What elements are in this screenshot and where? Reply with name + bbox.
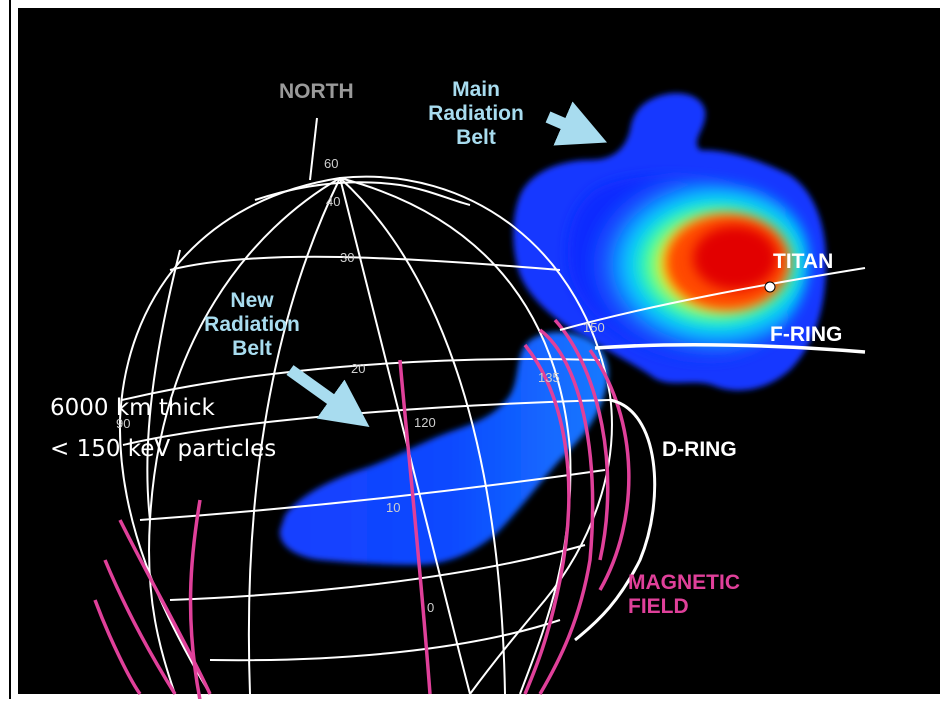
lat-label-0: 0 [427,600,435,615]
lon-label-90: 90 [116,416,131,431]
north-label: NORTH [279,80,354,103]
particle-energy-annotation: < 150 keV particles [50,436,277,462]
f-ring-label: F-RING [770,323,843,346]
d-ring-label: D-RING [662,438,737,461]
main-belt-line-2: Radiation [428,102,524,125]
lat-label-30: 30 [340,250,355,265]
new-radiation-belt [279,332,609,565]
lon-label-120: 120 [414,415,436,430]
main-belt-line-1: Main [452,78,500,101]
lon-label-150: 150 [583,320,605,335]
main-belt-arrow [545,101,608,146]
main-belt-line-3: Belt [456,126,496,149]
magnetic-field-line-2: FIELD [628,595,689,618]
new-belt-line-1: New [230,289,274,312]
arrows [286,101,608,427]
new-belt-line-3: Belt [232,337,272,360]
lon-label-135: 135 [538,370,560,385]
magnetic-field-lines [93,318,631,701]
new-belt-line-2: Radiation [204,313,300,336]
new-belt-arrow [286,365,370,427]
saturn-globe-grid [118,117,613,695]
lat-label-10: 10 [386,500,401,515]
main-radiation-belt-label: Main Radiation Belt [411,78,541,150]
lat-label-60: 60 [324,156,339,171]
titan-marker [764,281,776,293]
lat-label-40: 40 [326,194,341,209]
magnetic-field-label: MAGNETIC FIELD [628,571,740,619]
d-ring-line [574,398,657,642]
rings [559,267,866,642]
titan-orbit-line [559,267,866,331]
titan-label: TITAN [773,250,834,273]
thickness-annotation: 6000 km thick [50,395,215,421]
magnetic-field-line-1: MAGNETIC [628,571,740,594]
f-ring-line [594,343,866,354]
new-radiation-belt-label: New Radiation Belt [187,289,317,361]
lat-label-20: 20 [351,361,366,376]
left-frame-line [9,0,11,699]
